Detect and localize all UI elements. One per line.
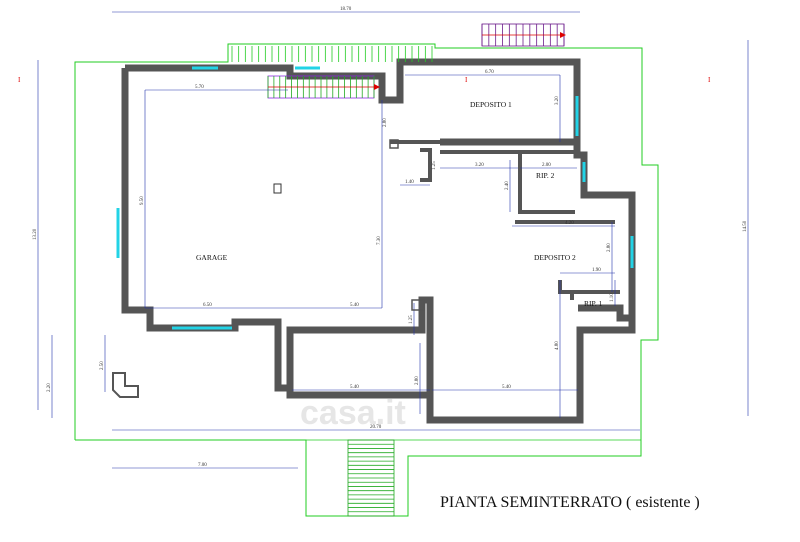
dim-dep1-width: 6.70 [485,70,494,75]
dim-bottom-left: 7.00 [198,463,207,468]
windows [116,66,634,330]
dim-low-w2: 5.40 [502,385,511,390]
dim-low-h1: 1.25 [409,315,414,324]
dim-dep2-small: 1.90 [592,268,601,273]
dim-dep2-width: 4.20 [565,221,574,226]
dim-garage-right-bottom: 5.40 [350,303,359,308]
site-boundary [74,43,659,517]
dim-right-height: 14.50 [743,220,748,232]
dimension-lines [37,11,749,469]
dim-low-w1: 5.40 [350,385,359,390]
dim-rip1-h: 1.10 [610,293,615,302]
green-steps-top [231,46,433,62]
dim-garage-top: 5.70 [195,85,204,90]
dim-left-small2: 2.20 [47,383,52,392]
dim-left-height: 13.20 [33,228,38,240]
stairs-upper-right [481,23,566,47]
marker-left: I [18,76,21,84]
dim-garage-bottom: 6.50 [203,303,212,308]
dim-dep1-height: 3.20 [555,96,560,105]
room-rip-2: RIP. 2 [536,171,555,180]
marker-right: I [708,76,711,84]
dim-dep2-height: 4.80 [555,341,560,350]
marker-center: I [465,76,468,84]
dim-overall-bottom: 20.70 [370,425,382,430]
dim-mid-height: 7.30 [377,236,382,245]
dim-rip2-w: 2.00 [542,163,551,168]
dim-corr-small: 1.40 [405,180,414,185]
dim-corr-width: 3.20 [475,163,484,168]
pillar [273,183,282,194]
corner-block [112,372,139,398]
dim-corr-h: 1.25 [432,161,437,170]
dim-overall-top: 18.70 [340,7,352,12]
room-garage: GARAGE [196,253,228,262]
room-deposito-1: DEPOSITO 1 [470,100,512,109]
drawing-title: PIANTA SEMINTERRATO ( esistente ) [440,494,700,511]
dim-left-small1: 2.50 [100,361,105,370]
watermark: casa.it [300,394,406,432]
dim-dep1-side: 2.80 [383,118,388,127]
room-deposito-2: DEPOSITO 2 [534,253,576,262]
dim-dep2-side: 2.80 [607,243,612,252]
dim-garage-height: 9.50 [140,196,145,205]
building-walls [121,58,636,424]
room-rip-1: RIP. 1 [584,299,603,308]
stairs-top [267,75,380,99]
dim-rip2-h: 2.40 [505,181,510,190]
dim-low-h2: 2.80 [415,376,420,385]
stairs-entrance [347,439,395,517]
